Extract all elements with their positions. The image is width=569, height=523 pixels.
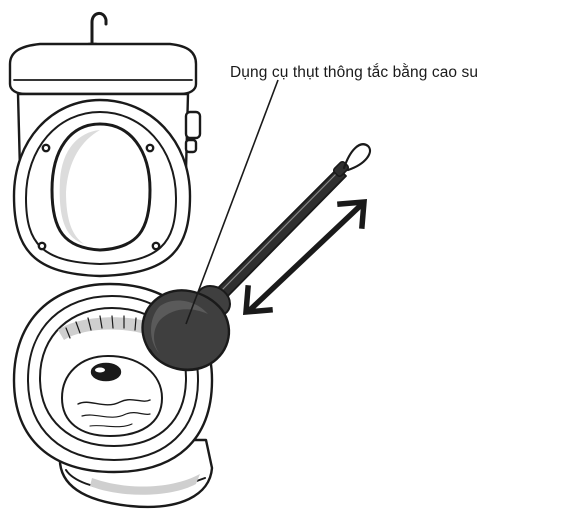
tank-lid: [10, 44, 196, 94]
flush-lever-knob: [186, 140, 196, 152]
lid-screw: [43, 145, 49, 151]
drain-hole-highlight: [95, 368, 105, 373]
plunger-handle-highlight: [220, 174, 336, 292]
lid-screw: [147, 145, 153, 151]
toilet-lid-panel: [52, 124, 150, 250]
plunger-callout-label: Dụng cụ thụt thông tắc bằng cao su: [230, 64, 478, 82]
drain-hole: [92, 364, 120, 380]
lid-screw: [39, 243, 45, 249]
arrow-shaft: [252, 206, 360, 308]
lid-screw: [153, 243, 159, 249]
toilet-icon: [10, 13, 212, 506]
flush-lever: [186, 112, 200, 138]
